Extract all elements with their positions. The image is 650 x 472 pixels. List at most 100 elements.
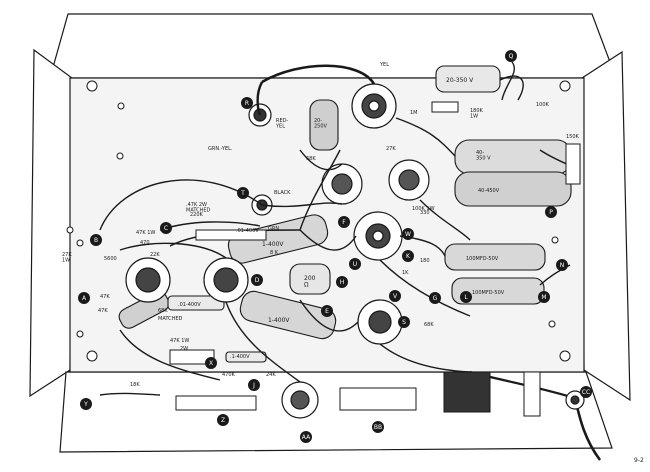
label-yel: YEL <box>379 62 389 68</box>
marker-v: V <box>389 290 401 302</box>
svg-text:F: F <box>342 219 346 226</box>
socket-v5 <box>125 257 171 303</box>
label-res-68k: 68K <box>306 156 316 162</box>
socket-v8 <box>281 381 319 419</box>
label-res-27k: 27K <box>386 146 396 152</box>
page-code: 9-2 <box>634 457 644 464</box>
marker-w: W <box>402 228 414 240</box>
letter-markers: Q R T B A C F D E H G L M N P J Z X Y K … <box>78 50 592 443</box>
left-flange <box>29 48 73 398</box>
svg-text:J: J <box>252 382 255 389</box>
label-res-330: 330 <box>420 210 430 216</box>
svg-text:V: V <box>393 293 398 300</box>
svg-text:U: U <box>353 261 357 268</box>
terminal-strip <box>431 101 459 113</box>
svg-text:Q: Q <box>509 53 514 60</box>
marker-s: S <box>398 316 410 328</box>
label-res-68-center: 68K <box>424 322 434 328</box>
capacitors <box>118 65 572 363</box>
svg-text:E: E <box>325 308 329 315</box>
label-res-1m: 1M <box>410 110 418 116</box>
output-jack <box>565 390 585 410</box>
terminal-strips <box>169 101 581 417</box>
label-res-68k-left: 68K <box>158 308 168 314</box>
svg-text:BB: BB <box>374 424 382 431</box>
label-red-yel: RED-YEL <box>275 118 288 130</box>
screw <box>559 350 571 362</box>
top-flange <box>49 13 617 79</box>
label-cap-20-350: 20-350 V <box>446 77 474 84</box>
label-res-24k: 24K <box>266 372 276 378</box>
label-res-470: 470 <box>140 240 150 246</box>
label-black: BLACK <box>274 190 291 196</box>
screw <box>86 350 98 362</box>
right-flange <box>581 50 631 402</box>
wire <box>379 343 471 373</box>
terminal-strip <box>523 371 541 417</box>
marker-h: H <box>336 276 348 288</box>
svg-text:N: N <box>560 262 565 269</box>
cap-20-250 <box>309 99 339 151</box>
marker-r: R <box>241 97 253 109</box>
label-matched: MATCHED <box>158 316 183 322</box>
marker-cc: CC <box>580 386 592 398</box>
marker-c: C <box>160 222 172 234</box>
marker-f: F <box>338 216 350 228</box>
wire <box>119 329 221 381</box>
label-res-22k: 22K <box>150 252 160 258</box>
marker-aa: AA <box>300 431 312 443</box>
svg-text:G: G <box>433 295 438 302</box>
marker-q: Q <box>505 50 517 62</box>
marker-y: Y <box>80 398 92 410</box>
marker-n: N <box>556 259 568 271</box>
wire <box>119 242 227 259</box>
terminal-strip <box>565 143 581 185</box>
screw <box>76 239 84 247</box>
socket-v7 <box>357 299 403 345</box>
label-res-180: 180 <box>420 258 430 264</box>
marker-e: E <box>321 305 333 317</box>
wire <box>261 64 376 85</box>
label-res-220k: 220K <box>190 212 204 218</box>
terminal-strip <box>339 387 417 411</box>
label-res-100k-1w: 100K 1W <box>412 206 435 212</box>
label-cap-100mfd-a: 100MFD-50V <box>466 256 499 262</box>
label-grn: GRN <box>268 226 279 232</box>
svg-text:M: M <box>541 294 546 301</box>
label-res-47k-a: 47K <box>100 294 110 300</box>
wire <box>379 259 471 317</box>
wire <box>225 301 301 383</box>
svg-text:Z: Z <box>221 417 225 424</box>
terminal-strip <box>443 371 491 413</box>
marker-x: X <box>205 357 217 369</box>
label-cap-20-250: 20-250V <box>314 118 328 130</box>
screw <box>76 330 84 338</box>
cap-200 <box>289 263 331 295</box>
marker-b: B <box>90 234 102 246</box>
label-res-18k: 18K <box>130 382 140 388</box>
svg-text:L: L <box>464 294 468 301</box>
marker-a: A <box>78 292 90 304</box>
res-pack-2 <box>225 351 267 363</box>
wire <box>299 149 343 171</box>
cap-40-450-top <box>454 139 572 175</box>
screw <box>559 80 571 92</box>
wire <box>299 149 341 231</box>
marker-z: Z <box>217 414 229 426</box>
marker-m: M <box>538 291 550 303</box>
wire <box>499 75 524 101</box>
terminal-strip <box>169 349 215 365</box>
label-res-100k: 100K <box>536 102 550 108</box>
svg-text:R: R <box>245 100 249 107</box>
svg-text:T: T <box>240 190 245 197</box>
socket-v3 <box>388 159 430 201</box>
marker-d: D <box>251 274 263 286</box>
svg-text:W: W <box>405 231 411 238</box>
label-grn-yel: GRN.-YEL. <box>208 146 233 152</box>
marker-l: L <box>460 291 472 303</box>
